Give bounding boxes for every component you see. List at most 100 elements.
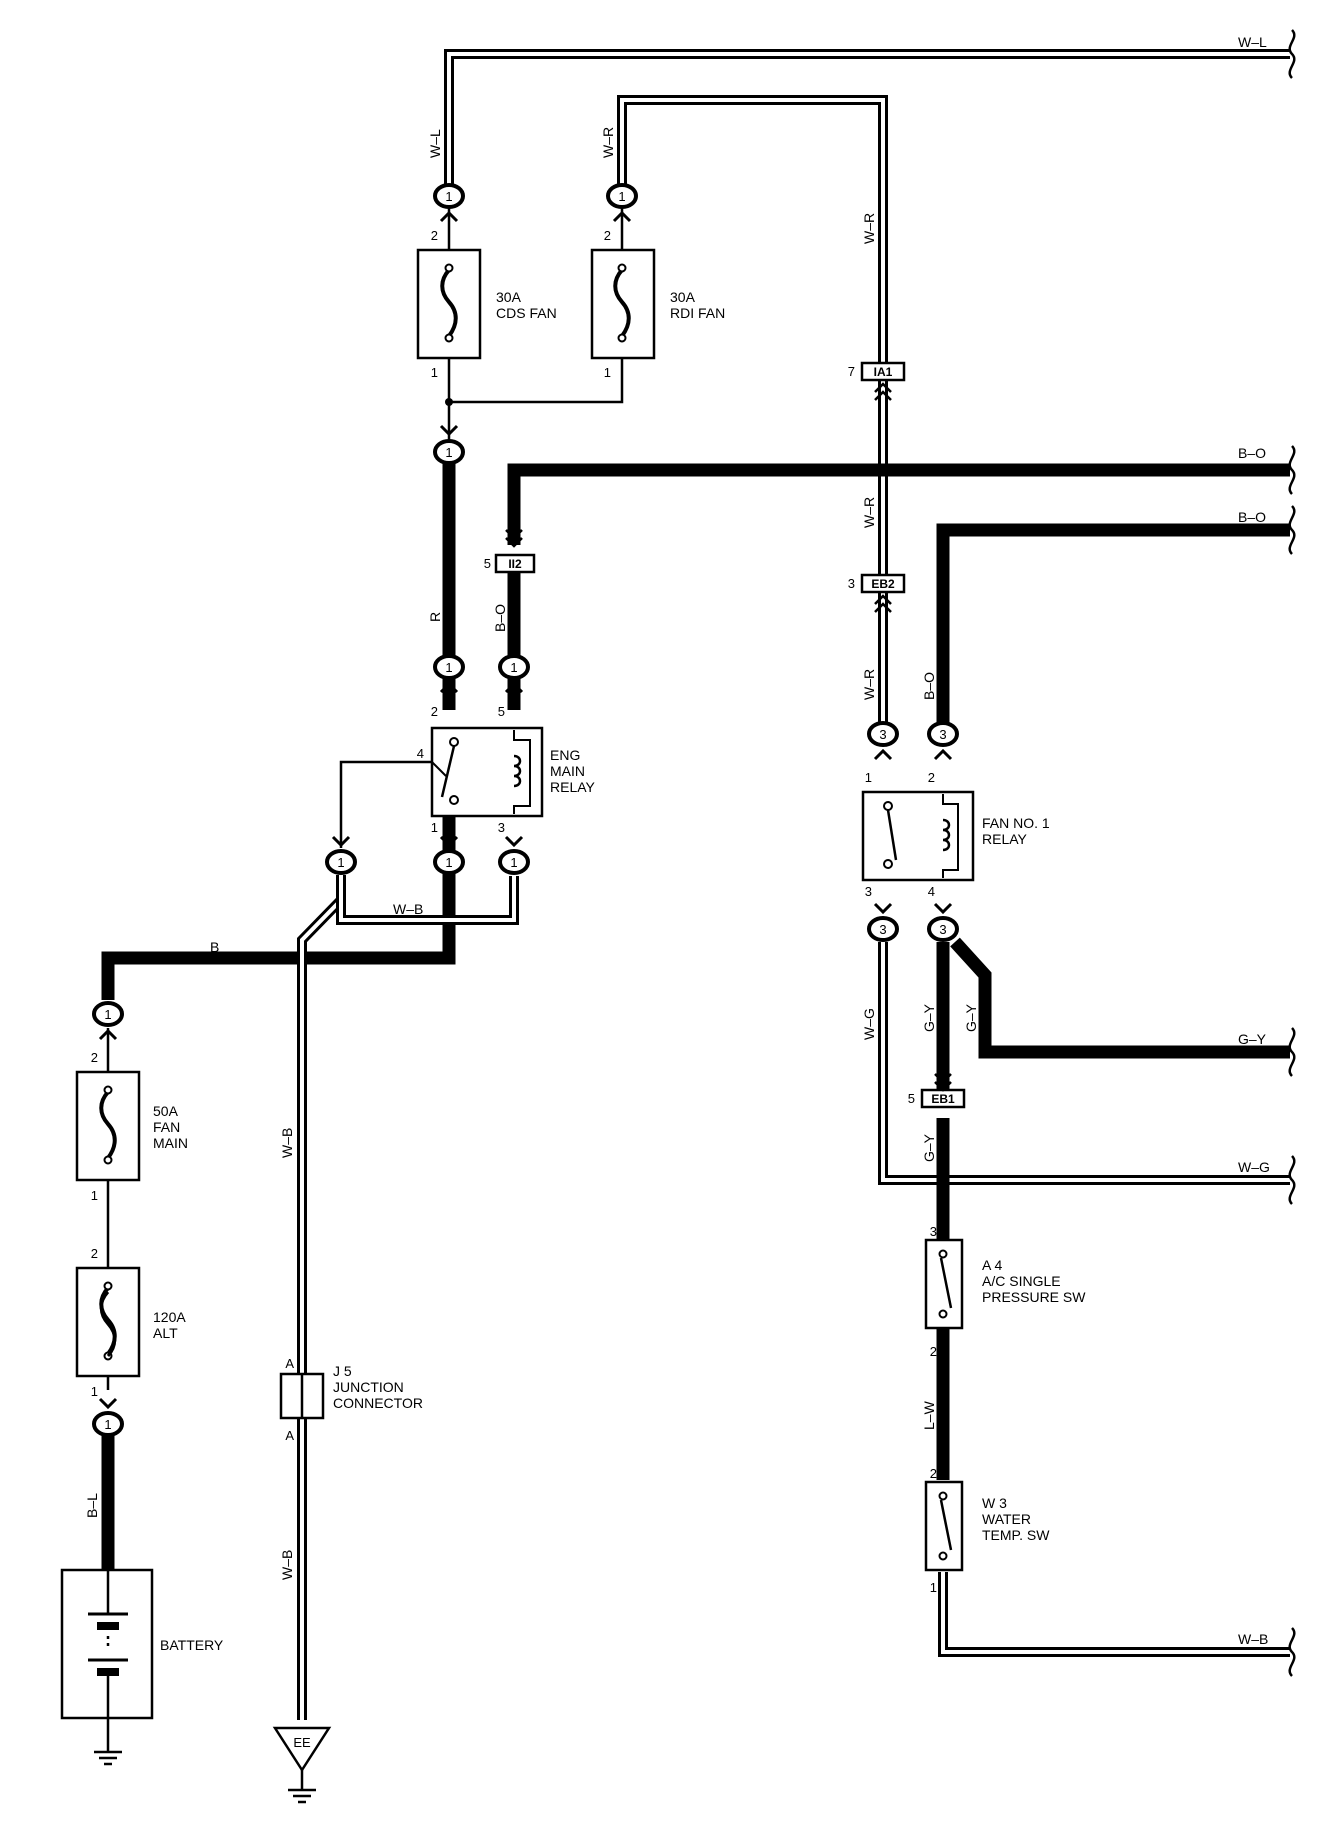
junction-connector xyxy=(279,1372,325,1420)
water-switch-line1: W 3 xyxy=(982,1495,1007,1511)
svg-text:1: 1 xyxy=(445,660,452,675)
component-labels: 30A CDS FAN 30A RDI FAN ENG MAIN RELAY F… xyxy=(153,289,1086,1750)
battery xyxy=(60,1568,154,1720)
svg-text:1: 1 xyxy=(618,189,625,204)
wire-break-b-o-1 xyxy=(1288,445,1296,495)
eng-relay-line3: RELAY xyxy=(550,779,596,795)
water-switch-line3: TEMP. SW xyxy=(982,1527,1050,1543)
connector-eb1: EB1 5 xyxy=(908,1073,966,1109)
wire-label-w-b-junction-upper: W–B xyxy=(279,1128,295,1158)
wire-label-b-l: B–L xyxy=(84,1493,100,1518)
wire-break-w-l xyxy=(1288,29,1296,79)
junction-pin-top: A xyxy=(285,1356,294,1371)
svg-text:1: 1 xyxy=(445,445,452,460)
terminal-relay-1: 1 xyxy=(433,835,465,875)
svg-text:3: 3 xyxy=(939,922,946,937)
wire-break-b-o-2 xyxy=(1288,505,1296,555)
terminal-rdi-top: 1 xyxy=(606,183,638,223)
pin-label: 4 xyxy=(417,746,424,761)
wire-label-b-o-relay: B–O xyxy=(492,604,508,632)
pin-label: 1 xyxy=(91,1188,98,1203)
cds-fan-fuse xyxy=(416,248,482,360)
wire-label-b-o-top: B–O xyxy=(1238,445,1266,461)
terminal-alt-bottom: 1 xyxy=(92,1397,124,1437)
pin-label: 5 xyxy=(498,704,505,719)
wire-b xyxy=(101,810,456,1000)
pin-label: 2 xyxy=(930,1466,937,1481)
terminal-fan-relay-2: 3 xyxy=(927,721,959,761)
terminal-cds-top: 1 xyxy=(433,183,465,223)
fan-main-line3: MAIN xyxy=(153,1135,188,1151)
svg-text:1: 1 xyxy=(104,1417,111,1432)
wire-label-b: B xyxy=(210,939,219,955)
wire-b-o-fan xyxy=(936,523,1290,725)
wire-break-marks xyxy=(1288,29,1296,1677)
alt-line2: ALT xyxy=(153,1325,178,1341)
pin-label: 2 xyxy=(604,228,611,243)
eng-relay-line2: MAIN xyxy=(550,763,585,779)
wire-relay-pin4 xyxy=(339,760,432,848)
wire-g-y-right xyxy=(950,937,1290,1059)
fan-main-line1: 50A xyxy=(153,1103,179,1119)
wire-label-w-l-vertical: W–L xyxy=(427,129,443,158)
terminal-fan-relay-1: 3 xyxy=(867,721,899,761)
pin-label: 1 xyxy=(930,1580,937,1595)
connector-ia1-pin: 7 xyxy=(848,364,855,379)
splice-point xyxy=(445,398,453,406)
eng-main-relay xyxy=(430,726,544,818)
wire-w-r-upper xyxy=(617,95,888,364)
wire-w-b-relay xyxy=(336,875,519,925)
svg-text:3: 3 xyxy=(879,922,886,937)
wire-break-w-g xyxy=(1288,1155,1296,1205)
wire-label-g-y-diag: G–Y xyxy=(963,1003,979,1032)
pin-label: 2 xyxy=(928,770,935,785)
pin-numbers: 2 1 2 1 2 5 4 1 3 1 2 3 4 2 1 2 1 3 2 2 … xyxy=(91,228,937,1595)
rdi-fan-fuse xyxy=(590,248,656,360)
pin-label: 2 xyxy=(930,1344,937,1359)
junction-pin-bottom: A xyxy=(285,1428,294,1443)
wire-label-b-o-second: B–O xyxy=(1238,509,1266,525)
junction-line1: J 5 xyxy=(333,1363,352,1379)
ac-switch-line2: A/C SINGLE xyxy=(982,1273,1061,1289)
pin-label: 2 xyxy=(91,1050,98,1065)
wire-w-b-ground xyxy=(297,875,346,1720)
terminal-fan-relay-4: 3 xyxy=(927,902,959,942)
wire-label-g-y-right: G–Y xyxy=(1238,1031,1267,1047)
water-switch-line2: WATER xyxy=(982,1511,1031,1527)
wire-label-w-r-left: W–R xyxy=(600,127,616,158)
wire-labels: W–L W–L W–R W–R W–R W–R B–O B–O B–O B–O … xyxy=(84,34,1270,1647)
ac-switch-line1: A 4 xyxy=(982,1257,1002,1273)
wire-label-w-r-mid: W–R xyxy=(861,497,877,528)
wire-label-w-r-low: W–R xyxy=(861,669,877,700)
connector-ii2-pin: 5 xyxy=(484,556,491,571)
rdi-fuse-amp: 30A xyxy=(670,289,696,305)
fan-main-fuse xyxy=(75,1070,141,1182)
fan-no1-relay xyxy=(861,790,975,882)
svg-text:1: 1 xyxy=(104,1007,111,1022)
wire-label-w-g-right: W–G xyxy=(1238,1159,1270,1175)
connector-ia1: IA1 7 xyxy=(848,361,906,401)
alt-fuse xyxy=(75,1266,141,1378)
svg-text:1: 1 xyxy=(445,189,452,204)
connector-eb2: EB2 3 xyxy=(848,573,906,613)
terminal-r-top: 1 xyxy=(433,424,465,465)
svg-text:1: 1 xyxy=(510,660,517,675)
wire-w-l xyxy=(444,49,1290,196)
pin-label: 3 xyxy=(930,1224,937,1239)
terminal-relay-2: 1 xyxy=(433,654,465,694)
pin-label: 1 xyxy=(431,365,438,380)
svg-text:3: 3 xyxy=(939,727,946,742)
connector-eb1-label: EB1 xyxy=(931,1092,955,1106)
terminal-junction-top: 1 xyxy=(325,835,357,875)
battery-label: BATTERY xyxy=(160,1637,224,1653)
connector-ia1-label: IA1 xyxy=(874,365,893,379)
ac-pressure-switch xyxy=(924,1238,964,1330)
pin-label: 1 xyxy=(865,770,872,785)
terminal-fan-main-top: 1 xyxy=(92,1001,124,1041)
pin-label: 2 xyxy=(91,1246,98,1261)
wire-w-b-bottom xyxy=(938,1572,1290,1657)
junction-line3: CONNECTOR xyxy=(333,1395,423,1411)
svg-text:1: 1 xyxy=(337,855,344,870)
pin-label: 2 xyxy=(431,228,438,243)
